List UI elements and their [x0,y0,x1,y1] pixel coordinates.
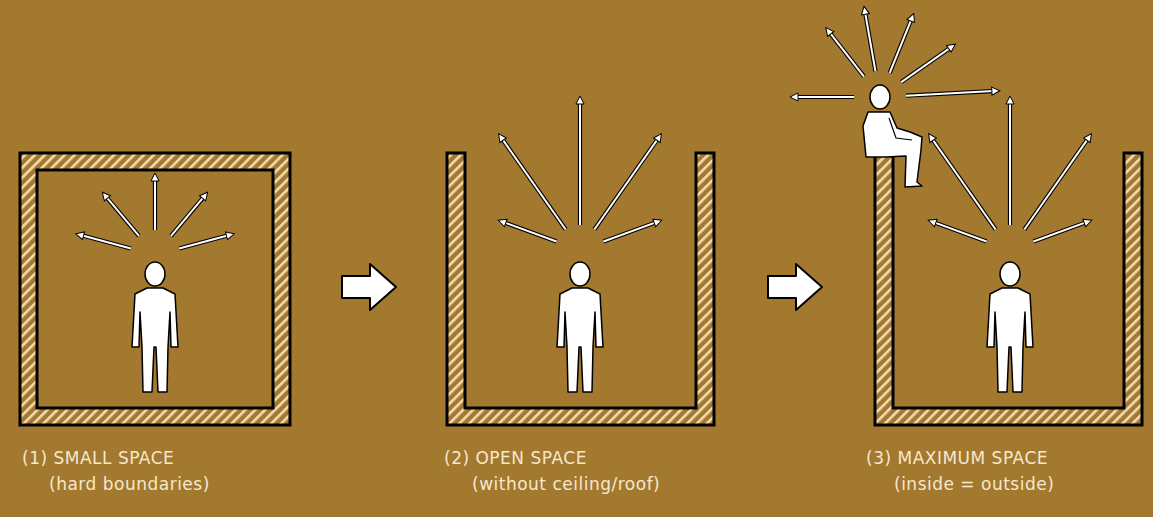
ray-arrow [594,135,660,229]
ray-arrow [1009,98,1011,225]
panel-title: (1) SMALL SPACE [22,448,174,468]
sight-rays [78,8,1091,248]
ray-arrow [906,91,998,96]
panel-title: (2) OPEN SPACE [444,448,587,468]
transition-arrow [768,264,822,310]
ray-arrow [864,8,875,71]
ray-arrow [930,135,996,229]
panel-title: (3) MAXIMUM SPACE [866,448,1048,468]
panel-subtitle: (inside = outside) [894,474,1054,494]
ray-arrow [792,96,854,98]
panel-subtitle: (hard boundaries) [49,474,210,494]
standing-person [987,262,1033,392]
sitting-person [863,85,922,187]
ray-arrow [500,221,556,242]
ray-arrow [827,29,864,76]
ray-arrow [78,234,131,248]
ray-arrow [1033,221,1089,242]
ray-arrow [901,45,953,82]
ray-arrow [154,175,156,230]
ray-arrow [930,221,986,242]
transition-arrow [342,264,396,310]
standing-person [557,262,603,392]
ray-arrow [179,234,232,248]
ray-arrow [171,194,206,236]
ray-arrow [603,221,659,242]
ray-arrow [500,135,566,229]
ray-arrow [1024,135,1090,229]
closed-room [20,153,290,425]
ray-arrow [579,98,581,225]
ray-arrow [890,15,913,72]
panel-subtitle: (without ceiling/roof) [472,474,660,494]
ray-arrow [104,194,139,236]
standing-person [132,262,178,392]
